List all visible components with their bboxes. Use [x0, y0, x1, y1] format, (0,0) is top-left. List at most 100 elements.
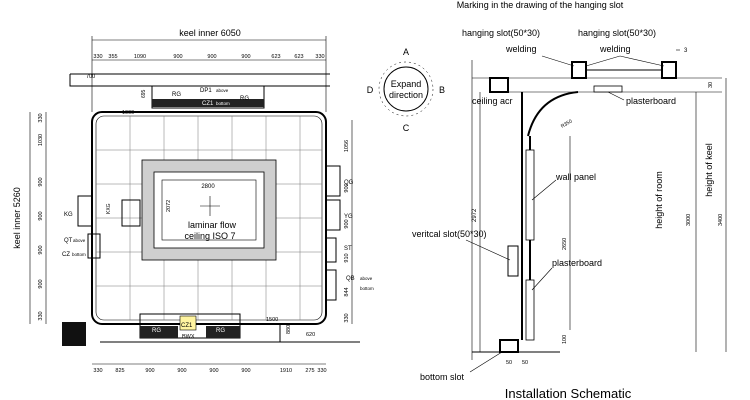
compass-circle [383, 66, 429, 112]
height-of-room-label: height of room [654, 171, 664, 229]
dim-2800: 2800 [201, 184, 215, 190]
top-dim-5: 900 [241, 54, 250, 60]
left-dim-2: 900 [38, 177, 44, 186]
r350-label: R350 [560, 118, 574, 129]
welding-left-label: welding [505, 44, 537, 54]
right-dim-3: 910 [344, 253, 350, 262]
bottom-slot [499, 339, 519, 353]
cz-bottom: bottom [72, 252, 86, 257]
welding-leader [541, 55, 575, 67]
kg-label: KG [64, 212, 73, 218]
qb-label: QB [346, 276, 355, 282]
dim-2972: 2972 [472, 208, 478, 222]
cz1-label-top: CZ1 [202, 101, 214, 107]
bottom-left-block [140, 326, 178, 338]
hanging-slot-right [661, 61, 677, 79]
dim-3000: 3000 [686, 214, 692, 226]
bottom-dim-0: 330 [93, 368, 102, 374]
qb-above: above [360, 276, 373, 281]
rg-label-top-2: RG [240, 96, 249, 102]
dim-1000: 1000 [122, 110, 134, 116]
top-dim-2: 1090 [134, 54, 146, 60]
qg-cabinet [325, 165, 341, 197]
rg-label-top: RG [172, 92, 181, 98]
vertical-slot-leader [465, 239, 511, 261]
left-dim-5: 900 [38, 279, 44, 288]
dim-695: 695 [141, 89, 147, 98]
dim-620: 620 [306, 332, 315, 338]
wall-panel-label: wall panel [555, 172, 596, 182]
bottom-dim-4: 900 [209, 368, 218, 374]
plasterboard-leader [607, 91, 625, 101]
bottom-slot-leader [469, 351, 503, 373]
qt-label: QT [64, 238, 73, 244]
keel-inner-height-label: keel inner 5260 [12, 187, 22, 249]
dim-50b: 50 [522, 360, 528, 366]
right-dim-5: 330 [344, 313, 350, 322]
dp1-above: above [216, 88, 229, 93]
welding-leader [619, 55, 665, 67]
right-dim-4: 844 [344, 287, 350, 296]
cz1-bottom: bottom [216, 101, 230, 106]
dim-3: 3 [684, 48, 688, 54]
plasterboard-bottom-label: plasterboard [552, 258, 602, 268]
left-dim-6: 330 [38, 311, 44, 320]
schematic-caption: Installation Schematic [505, 386, 632, 400]
kxg-label: KXG [106, 203, 112, 214]
kg-cabinet [77, 195, 93, 227]
schematic-top-note: Marking in the drawing of the hanging sl… [457, 0, 624, 10]
bottom-dim-1: 825 [115, 368, 124, 374]
dim-30: 30 [708, 82, 714, 88]
vertical-slot [507, 245, 519, 277]
bwx-label: BWX [182, 334, 195, 340]
floor-plan: keel inner 6050 330 355 1090 900 900 900… [12, 28, 374, 374]
dim-50: 50 [506, 360, 512, 366]
dim-700: 700 [86, 74, 95, 80]
laminar-label-line2: ceiling ISO 7 [184, 231, 235, 241]
expand-direction-compass: Expand direction A B C D [367, 47, 445, 133]
left-device [121, 199, 141, 227]
dp1-label: DP1 [200, 88, 212, 94]
dim-1500: 1500 [266, 317, 278, 323]
hanging-slot-left [489, 77, 509, 93]
plasterboard-upper [525, 149, 535, 241]
top-dim-1: 355 [108, 54, 117, 60]
top-dim-0: 330 [93, 54, 102, 60]
st-cabinet [325, 237, 337, 263]
welding-right-label: welding [599, 44, 631, 54]
bottom-dim-2: 900 [145, 368, 154, 374]
dim-2072: 2072 [166, 200, 172, 212]
compass-title-line2: direction [389, 90, 423, 100]
cz-label: CZ [62, 252, 70, 258]
hanging-slot-left-label: hanging slot(50*30) [462, 28, 540, 38]
st-label: ST [344, 246, 352, 252]
bottom-slot-label: bottom slot [420, 372, 465, 382]
welding-leader [585, 55, 621, 67]
dim-100: 100 [562, 335, 568, 344]
hanging-slot-right-label: hanging slot(50*30) [578, 28, 656, 38]
cz1-label-bottom: CZ1 [181, 323, 193, 329]
qt-above: above [73, 238, 86, 243]
bottom-dim-7: 275 [305, 368, 314, 374]
dim-880: 880 [286, 325, 292, 334]
plasterboard-lower [525, 279, 535, 341]
bottom-dim-3: 900 [177, 368, 186, 374]
plasterboard-top-label: plasterboard [626, 96, 676, 106]
top-dim-8: 330 [315, 54, 324, 60]
compass-c: C [403, 123, 410, 133]
compass-tick-ring [378, 61, 434, 117]
top-dim-4: 900 [207, 54, 216, 60]
compass-d: D [367, 85, 374, 95]
compass-a: A [403, 47, 409, 57]
cz1-highlight [179, 315, 197, 331]
compass-b: B [439, 85, 445, 95]
qb-panel [325, 269, 337, 301]
ceiling-arc-label: ceiling acr [472, 96, 513, 106]
left-dim-1: 1030 [38, 134, 44, 146]
compass-title-line1: Expand [391, 79, 422, 89]
laminar-inner-frame [161, 179, 257, 241]
qt-panel [87, 233, 101, 259]
keel-inner-width-label: keel inner 6050 [179, 28, 241, 38]
right-dim-2: 900 [344, 219, 350, 228]
left-dim-4: 900 [38, 245, 44, 254]
